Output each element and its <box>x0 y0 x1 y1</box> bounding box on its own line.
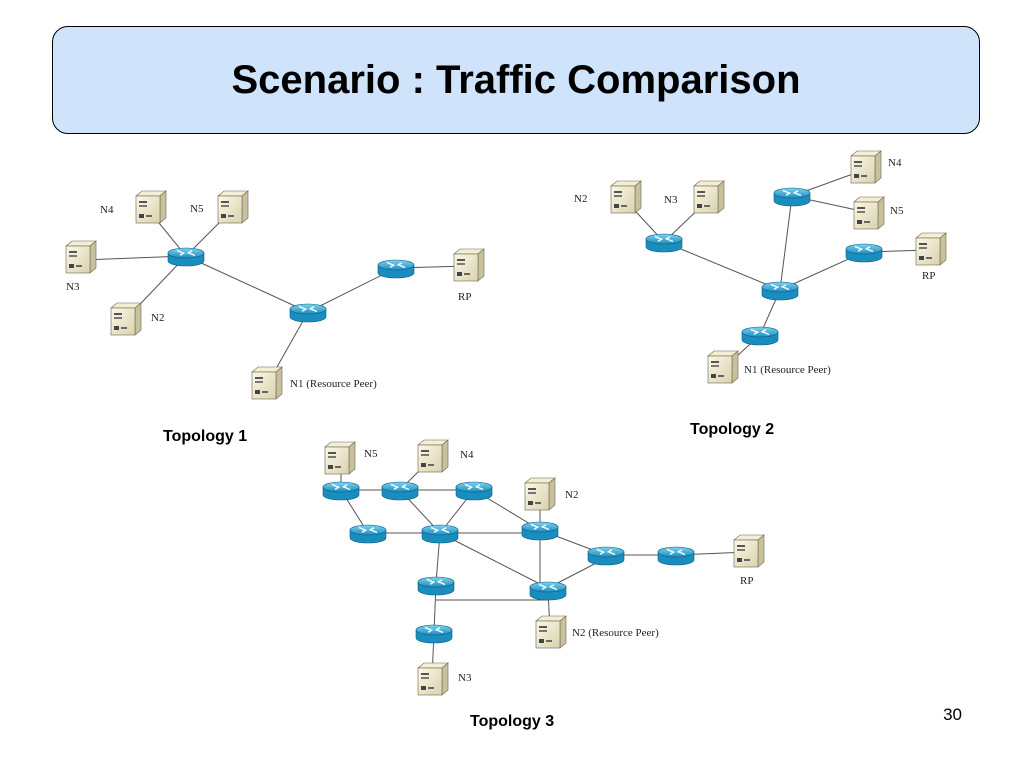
node-label: N1 (Resource Peer) <box>290 378 377 390</box>
topology-1 <box>81 209 469 384</box>
router <box>845 243 883 263</box>
node-label: RP <box>458 291 471 303</box>
node-label: N2 <box>565 489 578 501</box>
page-number: 30 <box>943 705 962 724</box>
host-icon <box>535 615 567 649</box>
host-icon <box>850 150 882 184</box>
topology-3-nodes <box>322 439 765 696</box>
node-label: N5 <box>364 448 378 460</box>
router <box>322 481 360 501</box>
topology-1-nodes <box>65 190 485 400</box>
node-label: N3 <box>66 281 80 293</box>
host-icon <box>610 180 642 214</box>
node-label: N2 <box>574 193 587 205</box>
node-label: N3 <box>664 194 678 206</box>
node-label: N4 <box>100 204 114 216</box>
router <box>381 481 419 501</box>
node-label: N5 <box>890 205 904 217</box>
host-icon <box>251 366 283 400</box>
host-icon <box>324 441 356 475</box>
node-label: N3 <box>458 672 472 684</box>
router <box>741 326 779 346</box>
router <box>377 259 415 279</box>
host-icon <box>693 180 725 214</box>
topology-1-caption: Topology 1 <box>163 428 248 445</box>
host-icon <box>217 190 249 224</box>
node-label: N4 <box>888 157 902 169</box>
host-icon <box>135 190 167 224</box>
host-icon <box>915 232 947 266</box>
router <box>645 233 683 253</box>
topology-3-caption: Topology 3 <box>470 713 555 730</box>
topology-2-nodes <box>610 150 947 384</box>
host-icon <box>417 439 449 473</box>
node-label: N1 (Resource Peer) <box>744 364 831 376</box>
topology-2-caption: Topology 2 <box>690 421 775 438</box>
node-label: N5 <box>190 203 204 215</box>
router <box>761 281 799 301</box>
host-icon <box>110 302 142 336</box>
router <box>349 524 387 544</box>
host-icon <box>733 534 765 568</box>
node-label: N2 (Resource Peer) <box>572 627 659 639</box>
router <box>773 187 811 207</box>
router <box>529 581 567 601</box>
router <box>521 521 559 541</box>
router <box>167 247 205 267</box>
node-label: N2 <box>151 312 164 324</box>
host-icon <box>417 662 449 696</box>
title-box: Scenario : Traffic Comparison <box>52 26 980 134</box>
host-icon <box>707 350 739 384</box>
host-icon <box>524 477 556 511</box>
node-label: RP <box>922 270 935 282</box>
node-label: RP <box>740 575 753 587</box>
router <box>657 546 695 566</box>
router <box>455 481 493 501</box>
router <box>421 524 459 544</box>
router <box>587 546 625 566</box>
host-icon <box>65 240 97 274</box>
slide-title: Scenario : Traffic Comparison <box>231 57 801 102</box>
host-icon <box>453 248 485 282</box>
router <box>417 576 455 596</box>
router <box>415 624 453 644</box>
router <box>289 303 327 323</box>
host-icon <box>853 196 885 230</box>
node-label: N4 <box>460 449 474 461</box>
